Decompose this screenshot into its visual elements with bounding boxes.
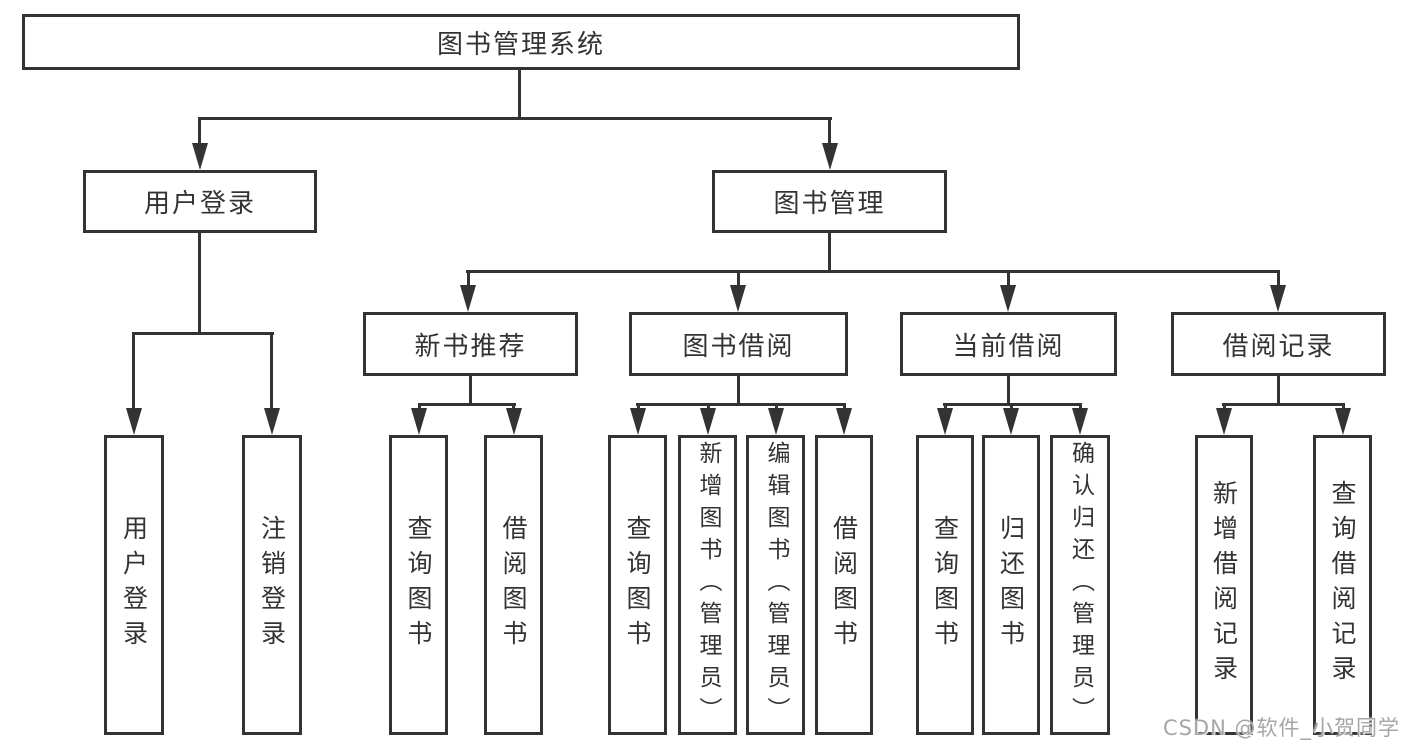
leaf-edit-books-admin-label: 编辑图书（管理员） (763, 441, 789, 729)
arrow-down-icon (1216, 408, 1232, 435)
node-current-borrow-label: 当前借阅 (952, 331, 1065, 362)
arrow-down-icon (126, 408, 142, 435)
arrow-down-icon (700, 408, 716, 435)
arrow-down-icon (768, 408, 784, 435)
leaf-add-books-admin: 新增图书（管理员） (678, 435, 737, 735)
connector-root-split (198, 117, 832, 120)
arrow-down-icon (630, 408, 646, 435)
leaf-cur-query-books-label: 查询图书 (930, 515, 960, 655)
connector-drop (707, 403, 710, 410)
connector-split (1222, 403, 1345, 406)
leaf-borrow-borrow-books-label: 借阅图书 (829, 515, 859, 655)
connector-split (636, 403, 846, 406)
connector-book-mgmt-drop (828, 117, 831, 146)
node-new-book-rec-label: 新书推荐 (414, 331, 527, 362)
leaf-borrow-query-books-label: 查询图书 (623, 515, 652, 655)
node-root: 图书管理系统 (22, 14, 1020, 70)
connector-drop (775, 403, 778, 410)
leaf-add-borrow-record: 新增借阅记录 (1195, 435, 1253, 735)
connector-user-login-stem (198, 233, 201, 333)
connector-drop (1079, 403, 1082, 410)
node-borrow-records-label: 借阅记录 (1222, 331, 1335, 362)
leaf-rec-query-books: 查询图书 (389, 435, 448, 735)
arrow-down-icon (1000, 285, 1016, 312)
connector-stem (469, 376, 472, 406)
arrow-down-icon (730, 285, 746, 312)
arrow-down-icon (506, 408, 522, 435)
leaf-return-books: 归还图书 (982, 435, 1040, 735)
leaf-rec-borrow-books: 借阅图书 (484, 435, 543, 735)
leaf-query-borrow-record-label: 查询借阅记录 (1328, 480, 1357, 690)
leaf-return-books-label: 归还图书 (996, 515, 1026, 655)
node-book-borrow: 图书借阅 (629, 312, 848, 376)
leaf-logout: 注销登录 (242, 435, 302, 735)
connector-drop (1223, 403, 1226, 410)
connector-book-mgmt-stem (828, 233, 831, 273)
connector-drop (512, 403, 515, 410)
leaf-user-login-label: 用户登录 (119, 515, 149, 655)
csdn-watermark: CSDN @软件_小贺同学 (1162, 716, 1400, 740)
node-book-borrow-label: 图书借阅 (682, 331, 795, 362)
connector-drop (1010, 403, 1013, 410)
leaf-borrow-borrow-books: 借阅图书 (815, 435, 873, 735)
leaf-confirm-return-admin-label: 确认归还（管理员） (1067, 441, 1094, 729)
connector-drop (467, 270, 470, 287)
connector-stem (737, 376, 740, 406)
connector-drop (737, 270, 740, 287)
leaf-add-books-admin-label: 新增图书（管理员） (695, 441, 721, 729)
connector-drop (843, 403, 846, 410)
node-book-mgmt: 图书管理 (712, 170, 947, 233)
leaf-add-borrow-record-label: 新增借阅记录 (1209, 480, 1239, 690)
leaf-query-borrow-record: 查询借阅记录 (1313, 435, 1372, 735)
node-current-borrow: 当前借阅 (900, 312, 1117, 376)
leaf-borrow-query-books: 查询图书 (608, 435, 667, 735)
leaf-rec-query-books-label: 查询图书 (404, 515, 433, 655)
connector-drop (418, 403, 421, 410)
arrow-down-icon (937, 408, 953, 435)
leaf-logout-label: 注销登录 (257, 515, 287, 655)
node-book-mgmt-label: 图书管理 (773, 189, 886, 219)
leaf-user-login: 用户登录 (104, 435, 164, 735)
node-new-book-rec: 新书推荐 (363, 312, 578, 376)
node-user-login: 用户登录 (83, 170, 317, 233)
arrow-down-icon (411, 408, 427, 435)
arrow-down-icon (264, 408, 280, 435)
arrow-down-icon (822, 143, 838, 170)
connector-user-login-drop (198, 117, 201, 146)
connector-drop (1007, 270, 1010, 287)
leaf-edit-books-admin: 编辑图书（管理员） (746, 435, 805, 735)
arrow-down-icon (1270, 285, 1286, 312)
arrow-down-icon (192, 143, 208, 170)
node-borrow-records: 借阅记录 (1171, 312, 1386, 376)
connector-drop (637, 403, 640, 410)
leaf-rec-borrow-books-label: 借阅图书 (499, 515, 528, 655)
arrow-down-icon (1072, 408, 1088, 435)
arrow-down-icon (1335, 408, 1351, 435)
connector-user-login-split (132, 332, 274, 335)
node-user-login-label: 用户登录 (143, 189, 256, 219)
node-root-label: 图书管理系统 (436, 29, 605, 60)
connector-drop (132, 332, 135, 409)
leaf-cur-query-books: 查询图书 (916, 435, 974, 735)
connector-drop (1277, 270, 1280, 287)
connector-stem (1277, 376, 1280, 406)
arrow-down-icon (460, 285, 476, 312)
connector-drop (1342, 403, 1345, 410)
leaf-confirm-return-admin: 确认归还（管理员） (1050, 435, 1110, 735)
arrow-down-icon (1003, 408, 1019, 435)
connector-drop (270, 332, 273, 409)
connector-stem (1007, 376, 1010, 406)
connector-drop (944, 403, 947, 410)
connector-root-stem (518, 70, 521, 120)
connector-book-mgmt-split (466, 270, 1280, 273)
arrow-down-icon (836, 408, 852, 435)
connector-split (418, 403, 516, 406)
